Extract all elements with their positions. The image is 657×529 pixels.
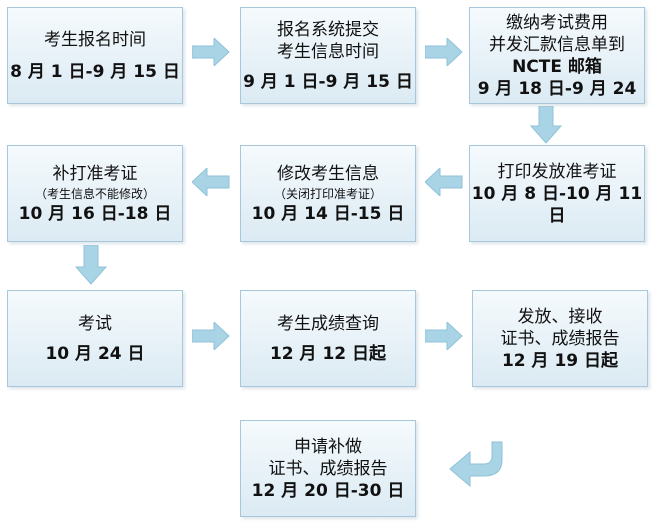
step-reissue-certificate: 申请补做 证书、成绩报告 12 月 20 日-30 日 [240, 420, 416, 517]
step-title-2: 证书、成绩报告 [268, 458, 388, 479]
step-date: 12 月 12 日起 [269, 343, 387, 364]
step-title-2: 考生信息时间 [277, 41, 379, 62]
step-exam: 考试 10 月 24 日 [7, 290, 183, 387]
step-title: 考生报名时间 [44, 29, 146, 50]
step-modify-info: 修改考生信息 （关闭打印准考证） 10 月 14 日-15 日 [240, 145, 416, 242]
step-note: （考生信息不能修改） [34, 186, 155, 201]
step-reprint-ticket: 补打准考证 （考生信息不能修改） 10 月 16 日-18 日 [7, 145, 183, 242]
step-score-query: 考生成绩查询 12 月 12 日起 [240, 290, 416, 387]
arrow-right-icon [425, 38, 463, 66]
step-title: 打印发放准考证 [497, 161, 617, 182]
step-print-ticket: 打印发放准考证 10 月 8 日-10 月 11 日 [469, 145, 645, 242]
step-date: 9 月 18 日-9 月 24 [477, 78, 637, 99]
arrow-left-icon [425, 168, 463, 196]
curved-arrow-icon [449, 441, 503, 488]
arrow-right-icon [192, 322, 230, 350]
step-title: 考试 [78, 313, 112, 334]
step-date: 10 月 14 日-15 日 [251, 203, 405, 224]
step-title: 发放、接收 [517, 306, 603, 327]
step-issue-certificate: 发放、接收 证书、成绩报告 12 月 19 日起 [472, 290, 648, 387]
step-title: 修改考生信息 [277, 163, 379, 184]
step-title-2: 并发汇款信息单到 [489, 34, 625, 55]
arrow-right-icon [192, 38, 230, 66]
step-title-3: NCTE 邮箱 [512, 56, 602, 77]
step-submit-info: 报名系统提交 考生信息时间 9 月 1 日-9 月 15 日 [240, 7, 416, 104]
step-title: 申请补做 [294, 436, 362, 457]
step-date: 8 月 1 日-9 月 15 日 [10, 61, 180, 82]
step-date: 10 月 16 日-18 日 [18, 203, 172, 224]
step-note: （关闭打印准考证） [273, 186, 382, 201]
arrow-down-icon [75, 245, 107, 285]
step-title: 考生成绩查询 [277, 313, 379, 334]
step-title: 缴纳考试费用 [506, 12, 608, 33]
step-title: 补打准考证 [52, 163, 138, 184]
step-title: 报名系统提交 [277, 19, 379, 40]
step-date: 12 月 20 日-30 日 [251, 480, 405, 501]
step-registration: 考生报名时间 8 月 1 日-9 月 15 日 [7, 7, 183, 104]
step-title-2: 证书、成绩报告 [500, 328, 620, 349]
step-pay-fee: 缴纳考试费用 并发汇款信息单到 NCTE 邮箱 9 月 18 日-9 月 24 [469, 7, 645, 104]
arrow-right-icon [425, 322, 463, 350]
step-date: 9 月 1 日-9 月 15 日 [243, 71, 413, 92]
step-date: 10 月 24 日 [45, 343, 145, 364]
step-date: 10 月 8 日-10 月 11 [471, 183, 643, 204]
step-date-2: 日 [548, 205, 566, 226]
arrow-left-icon [192, 168, 230, 196]
step-date: 12 月 19 日起 [501, 350, 619, 371]
arrow-down-icon [530, 106, 562, 144]
